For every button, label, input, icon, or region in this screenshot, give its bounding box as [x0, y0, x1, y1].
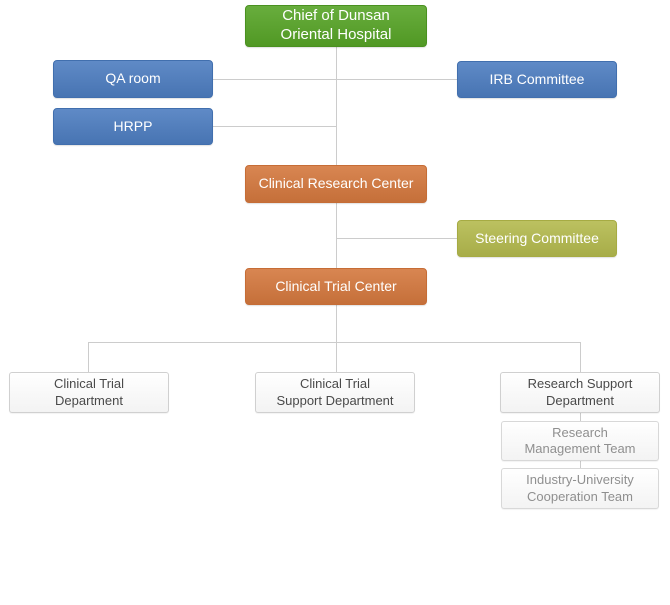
- connector-stub-dept-center: [336, 342, 337, 372]
- connector-chief-to-research-center: [336, 47, 337, 165]
- connector-stub-cooperation-team: [580, 461, 581, 468]
- org-node-qa-room: QA room: [53, 60, 213, 98]
- connector-research-center-to-trial-center: [336, 203, 337, 268]
- org-node-clinical-trial-support-department: Clinical Trial Support Department: [255, 372, 415, 413]
- connector-stub-dept-right: [580, 342, 581, 372]
- connector-stub-dept-left: [88, 342, 89, 372]
- connector-trial-center-down: [336, 305, 337, 342]
- org-node-research-support-department: Research Support Department: [500, 372, 660, 413]
- org-node-clinical-trial-department: Clinical Trial Department: [9, 372, 169, 413]
- org-node-irb-committee: IRB Committee: [457, 61, 617, 98]
- org-node-industry-university-cooperation-team: Industry-University Cooperation Team: [501, 468, 659, 509]
- connector-steering-committee: [336, 238, 457, 239]
- connector-departments-horizontal: [88, 342, 580, 343]
- org-node-steering-committee: Steering Committee: [457, 220, 617, 257]
- org-node-clinical-research-center: Clinical Research Center: [245, 165, 427, 203]
- org-node-research-management-team: Research Management Team: [501, 421, 659, 461]
- org-node-clinical-trial-center: Clinical Trial Center: [245, 268, 427, 305]
- org-node-hrpp: HRPP: [53, 108, 213, 145]
- org-node-chief: Chief of Dunsan Oriental Hospital: [245, 5, 427, 47]
- connector-hrpp: [213, 126, 336, 127]
- connector-qa-to-irb: [213, 79, 457, 80]
- connector-stub-research-management: [580, 413, 581, 421]
